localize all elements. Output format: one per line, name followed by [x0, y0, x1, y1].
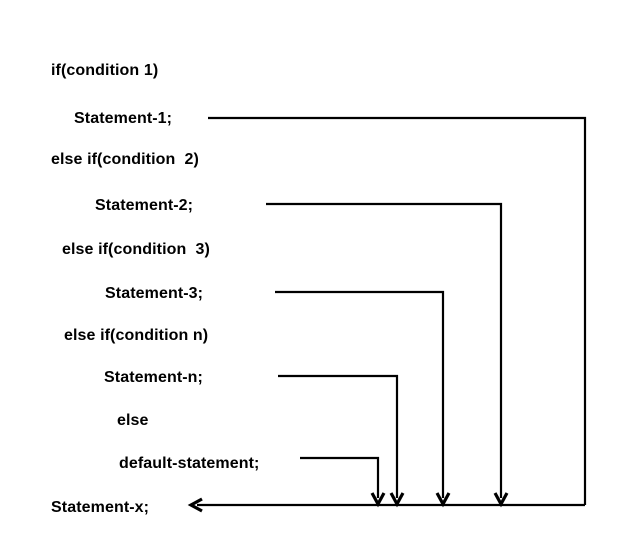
code-line-statement-1: Statement-1; — [74, 110, 173, 127]
flow-line-statement-2-flow — [266, 202, 503, 498]
code-line-else-if-condition-3: else if(condition 3) — [62, 241, 210, 258]
flow-line-statement-n-flow — [278, 374, 399, 498]
flow-path-default-statement-flow — [300, 456, 386, 508]
code-line-else-keyword: else — [117, 412, 149, 429]
code-line-statement-n: Statement-n; — [104, 369, 203, 386]
flow-path-statement-3-flow — [275, 290, 451, 508]
code-line-statement-2: Statement-2; — [95, 197, 194, 214]
code-line-statement-x: Statement-x; — [51, 499, 150, 516]
flow-line-statement-3-flow — [275, 290, 445, 498]
code-line-else-if-condition-2: else if(condition 2) — [51, 151, 199, 168]
flow-line-statement-1-flow — [208, 116, 587, 505]
arrowhead-left-merge-bus-to-statement-x — [187, 497, 203, 513]
flow-path-statement-n-flow — [278, 374, 405, 508]
flow-line-default-statement-flow — [300, 456, 380, 498]
code-line-statement-3: Statement-3; — [105, 285, 204, 302]
code-line-default-statement: default-statement; — [119, 455, 260, 472]
flow-path-merge-bus-to-statement-x — [187, 497, 585, 513]
code-line-else-if-condition-n: else if(condition n) — [64, 327, 209, 344]
code-line-if-condition-1: if(condition 1) — [51, 62, 159, 79]
flow-path-statement-1-flow — [208, 116, 587, 505]
